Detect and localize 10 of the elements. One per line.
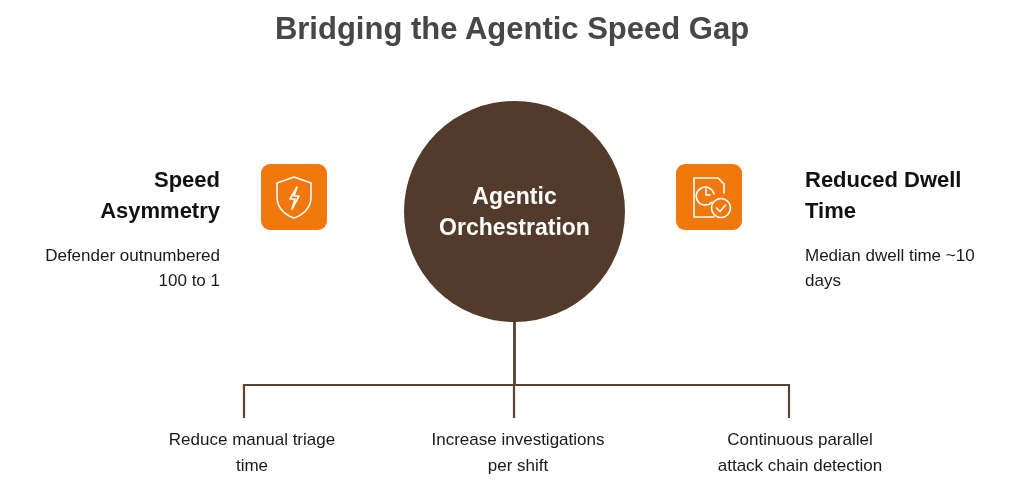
connector-line (513, 322, 791, 418)
outcome-text: Continuous parallel attack chain detection (704, 418, 896, 482)
outcome-text: Reduce manual triage time (162, 418, 342, 482)
section-description: Defender outnumbered 100 to 1 (44, 245, 220, 292)
section-heading: Reduced Dwell Time (805, 166, 963, 225)
section-description: Median dwell time ~10 days (805, 245, 976, 292)
hub-title: Agentic Orchestration (438, 181, 591, 242)
section-heading: Speed Asymmetry (99, 166, 220, 225)
outcome-text: Increase investigations per shift (425, 418, 611, 482)
diagram-title: Bridging the Agentic Speed Gap (273, 11, 751, 47)
